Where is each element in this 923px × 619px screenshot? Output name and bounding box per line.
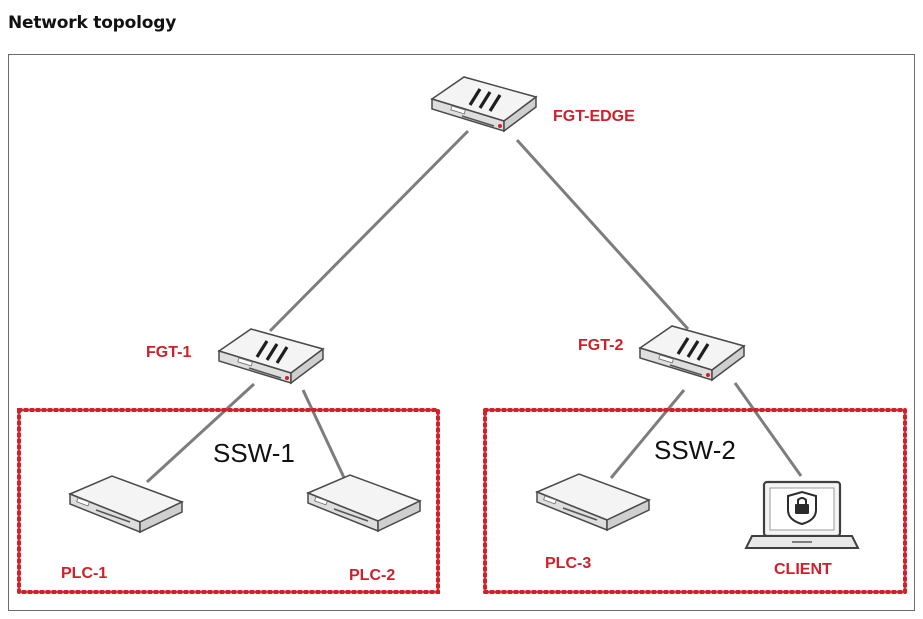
zone-ssw-1-boundary: [17, 408, 440, 594]
plc-2-label: PLC-2: [349, 567, 395, 584]
link-fgt1-plc1: [145, 382, 256, 484]
link-fgt2-client: [733, 382, 803, 477]
fgt-edge-label: FGT-EDGE: [553, 108, 635, 125]
plc-1-label: PLC-1: [61, 565, 107, 582]
page-title: Network topology: [8, 13, 177, 33]
firewall-icon[interactable]: [430, 75, 538, 133]
switch-icon[interactable]: [307, 474, 421, 532]
switch-icon[interactable]: [69, 475, 183, 533]
firewall-icon[interactable]: [638, 324, 746, 382]
link-fgt2-plc3: [609, 389, 686, 479]
switch-icon[interactable]: [536, 473, 650, 531]
link-fgt1-plc2: [301, 389, 349, 485]
client-label: CLIENT: [774, 561, 832, 578]
fgt-1-label: FGT-1: [146, 344, 191, 361]
plc-3-label: PLC-3: [545, 555, 591, 572]
link-edge-fgt2: [515, 138, 690, 331]
laptop-icon[interactable]: [744, 480, 860, 550]
network-links: [145, 129, 803, 485]
link-edge-fgt1: [268, 129, 470, 333]
zone-ssw-2-boundary: [483, 408, 907, 594]
firewall-icon[interactable]: [217, 327, 325, 385]
fgt-2-label: FGT-2: [578, 337, 623, 354]
zone-ssw-1-label: SSW-1: [213, 438, 295, 468]
zone-ssw-2-label: SSW-2: [654, 435, 736, 465]
